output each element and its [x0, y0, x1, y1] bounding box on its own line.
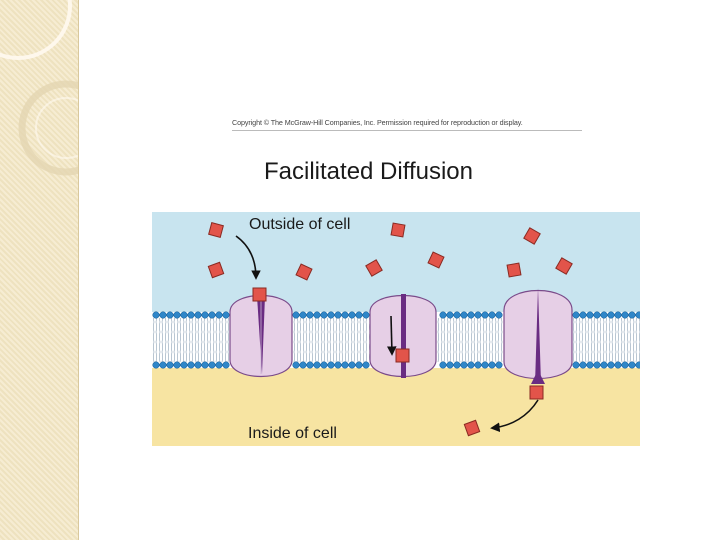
arrow-icon	[386, 315, 397, 356]
carrier-protein-1	[229, 295, 293, 377]
lipid-head	[621, 361, 629, 369]
lipid-head	[362, 361, 370, 369]
lipid-head	[292, 361, 300, 369]
lipid-head	[474, 311, 482, 319]
lipid-head	[453, 311, 461, 319]
lipid-head	[180, 311, 188, 319]
lipid-head	[439, 361, 447, 369]
facilitated-diffusion-diagram	[152, 212, 640, 446]
lipid-head	[292, 311, 300, 319]
decorative-sidebar	[0, 0, 79, 540]
lipid-head	[467, 311, 475, 319]
decorative-rings-icon	[0, 0, 78, 176]
lipid-head	[334, 311, 342, 319]
lipid-head	[327, 311, 335, 319]
lipid-head	[313, 361, 321, 369]
carrier-protein-2	[369, 294, 437, 378]
lipid-head	[600, 361, 608, 369]
lipid-head	[208, 361, 216, 369]
lipid-head	[194, 361, 202, 369]
lipid-head	[586, 361, 594, 369]
lipid-head	[159, 311, 167, 319]
lipid-head	[600, 311, 608, 319]
lipid-head	[572, 361, 580, 369]
lipid-head	[215, 361, 223, 369]
lipid-head	[628, 361, 636, 369]
lipid-head	[488, 311, 496, 319]
lipid-head	[481, 311, 489, 319]
lipid-head	[467, 361, 475, 369]
lipid-head	[152, 311, 160, 319]
lipid-head	[222, 311, 230, 319]
lipid-head	[152, 361, 160, 369]
lipid-head	[299, 311, 307, 319]
lipid-head	[173, 311, 181, 319]
lipid-head	[607, 311, 615, 319]
label-inside-of-cell: Inside of cell	[248, 425, 337, 442]
lipid-head	[341, 311, 349, 319]
lipid-head	[320, 361, 328, 369]
lipid-head	[187, 361, 195, 369]
lipid-head	[614, 361, 622, 369]
lipid-head	[614, 311, 622, 319]
lipid-head	[355, 361, 363, 369]
lipid-head	[635, 361, 640, 369]
lipid-head	[474, 361, 482, 369]
lipid-head	[159, 361, 167, 369]
lipid-head	[488, 361, 496, 369]
lipid-head	[439, 311, 447, 319]
slide-title: Facilitated Diffusion	[264, 158, 473, 185]
lipid-head	[187, 311, 195, 319]
lipid-head	[355, 311, 363, 319]
lipid-head	[593, 361, 601, 369]
lipid-head	[334, 361, 342, 369]
cytoplasm-region	[152, 368, 640, 446]
lipid-head	[628, 311, 636, 319]
lipid-head	[299, 361, 307, 369]
lipid-head	[446, 311, 454, 319]
lipid-head	[446, 361, 454, 369]
lipid-head	[320, 311, 328, 319]
lipid-head	[481, 361, 489, 369]
lipid-head	[579, 311, 587, 319]
arrow-icon	[490, 399, 539, 433]
lipid-heads	[152, 311, 640, 369]
lipid-head	[453, 361, 461, 369]
lipid-head	[327, 361, 335, 369]
carrier-protein-3	[503, 288, 573, 384]
lipid-head	[166, 361, 174, 369]
lipid-head	[313, 311, 321, 319]
lipid-head	[306, 311, 314, 319]
lipid-head	[208, 311, 216, 319]
lipid-head	[173, 361, 181, 369]
lipid-head	[460, 311, 468, 319]
divider	[232, 130, 582, 131]
lipid-head	[348, 311, 356, 319]
lipid-head	[166, 311, 174, 319]
lipid-head	[306, 361, 314, 369]
lipid-head	[460, 361, 468, 369]
lipid-head	[495, 361, 503, 369]
lipid-head	[607, 361, 615, 369]
lipid-head	[194, 311, 202, 319]
lipid-head	[635, 311, 640, 319]
lipid-head	[222, 361, 230, 369]
lipid-head	[201, 311, 209, 319]
solute-molecules	[207, 222, 573, 437]
copyright-notice: Copyright © The McGraw-Hill Companies, I…	[232, 118, 523, 127]
lipid-head	[341, 361, 349, 369]
lipid-head	[621, 311, 629, 319]
lipid-head	[572, 311, 580, 319]
lipid-head	[180, 361, 188, 369]
label-outside-of-cell: Outside of cell	[249, 216, 351, 233]
lipid-head	[495, 311, 503, 319]
lipid-head	[362, 311, 370, 319]
lipid-head	[586, 311, 594, 319]
lipid-head	[348, 361, 356, 369]
lipid-head	[215, 311, 223, 319]
arrow-icon	[235, 235, 261, 280]
lipid-head	[579, 361, 587, 369]
lipid-head	[201, 361, 209, 369]
lipid-head	[593, 311, 601, 319]
